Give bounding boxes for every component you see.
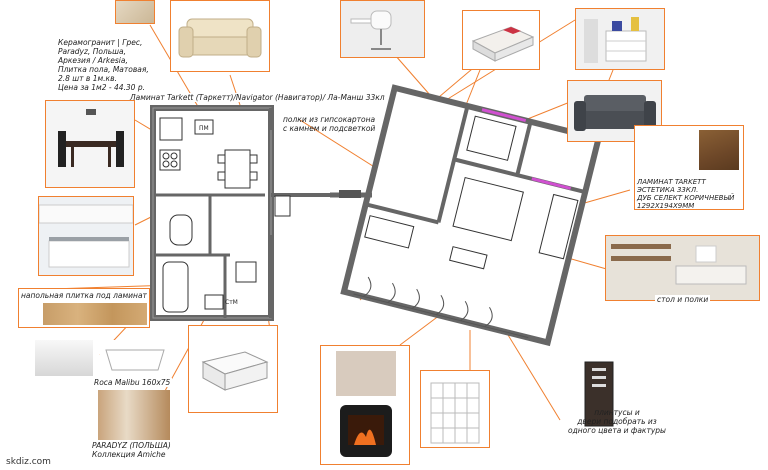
ottoman-icon	[201, 351, 269, 391]
ottoman-image	[188, 325, 278, 413]
grey-sofa-image	[567, 80, 662, 142]
right-apartment-walls	[340, 84, 603, 347]
sofa-image	[170, 0, 270, 72]
shelving-icon	[430, 382, 480, 444]
dresser-image	[575, 8, 665, 70]
floor-tile-swatch	[43, 303, 147, 325]
bed-image	[462, 10, 540, 70]
laminate-main-label: Ламинат Tarkett (Таркетт)/Navigator (Нав…	[128, 93, 387, 102]
dark-laminate-swatch	[699, 130, 739, 170]
fireplace-icon	[340, 405, 392, 457]
fireplace-panel	[320, 345, 410, 465]
door-image	[575, 360, 625, 428]
laminate-right-note: ЛАМИНАТ TARKETT ЭСТЕТИКА 33КЛ. ДУБ СЕЛЕК…	[637, 178, 735, 210]
dresser-icon	[584, 17, 647, 63]
mirror-image	[35, 340, 93, 376]
site-watermark: skdiz.com	[6, 457, 51, 467]
dining-image	[45, 100, 135, 188]
floor-tile-note: напольная плитка под ламинат	[21, 291, 147, 300]
sofa-icon	[178, 18, 262, 58]
plinth-note: плинтусы и двери подобрать из одного цве…	[568, 408, 666, 435]
table-shelves-icon	[606, 236, 759, 300]
tile-icon	[116, 1, 154, 23]
paradyz-image	[98, 390, 170, 440]
shelving-image	[420, 370, 490, 448]
bathtub-image	[100, 340, 170, 378]
bathtub-icon	[105, 349, 165, 371]
door-icon	[584, 361, 614, 427]
floor-tile-panel: напольная плитка под ламинат	[18, 288, 150, 328]
fridge-label: ПМ	[199, 125, 209, 132]
dining-table-icon	[46, 101, 134, 187]
paradyz-note: PARADYZ (ПОЛЬША) Коллекция Amiche	[92, 441, 171, 459]
fireplace-room-photo	[336, 351, 396, 396]
office-chair-image	[340, 0, 425, 58]
grey-sofa-icon	[574, 95, 656, 131]
washer-label: СтМ	[225, 299, 238, 306]
kitchen-icon	[39, 197, 133, 275]
shelves-note: полки из гипсокартона с камнем и подсвет…	[283, 115, 376, 133]
table-shelves-image	[605, 235, 760, 301]
laminate-right-panel: ЛАМИНАТ TARKETT ЭСТЕТИКА 33КЛ. ДУБ СЕЛЕК…	[634, 125, 744, 210]
kitchen-image	[38, 196, 134, 276]
tiles-note: Керамогранит | Грес, Paradyz, Польша, Ар…	[58, 38, 149, 92]
chair-icon	[341, 1, 424, 57]
tile-swatch	[115, 0, 155, 24]
bath-label: Roca Malibu 160x75	[92, 378, 173, 387]
sink-unit	[159, 117, 183, 141]
table-shelves-label: стол и полки	[655, 295, 711, 304]
bed-icon	[471, 26, 535, 62]
